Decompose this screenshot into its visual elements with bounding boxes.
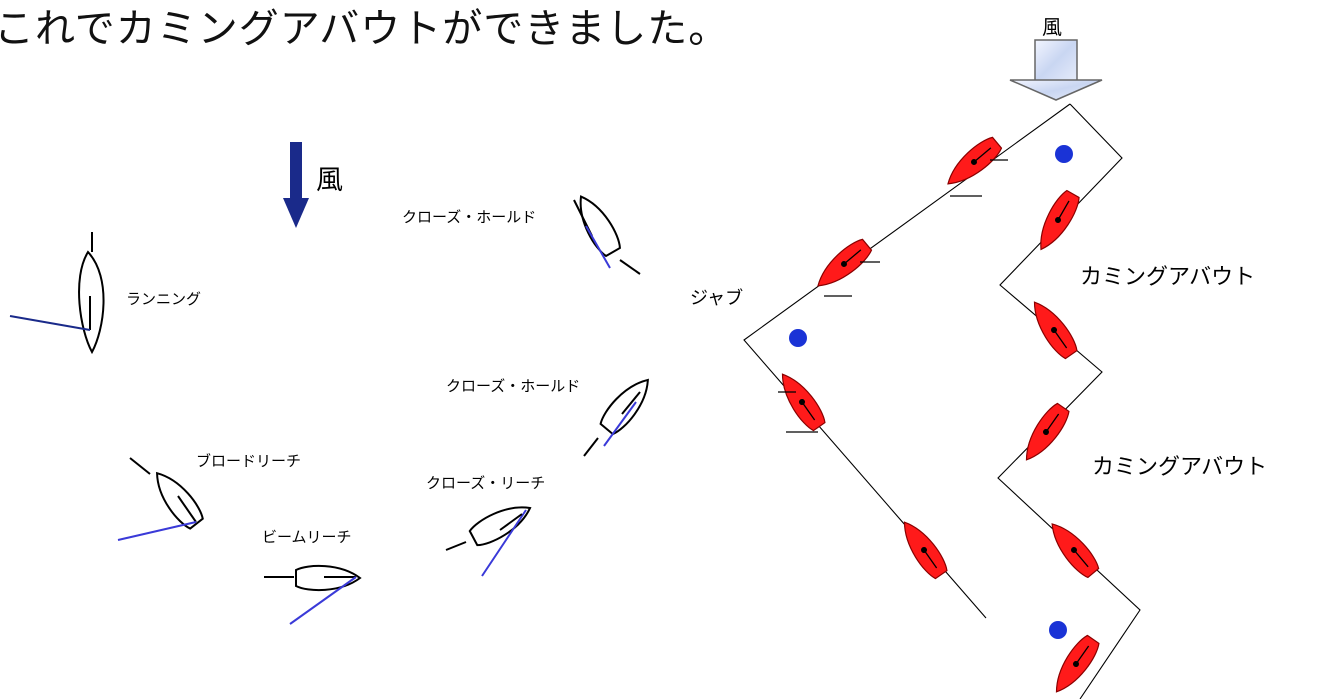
red-boat bbox=[1024, 295, 1082, 362]
label-running: ランニング bbox=[126, 290, 201, 308]
red-boat bbox=[772, 367, 830, 434]
red-boat bbox=[810, 235, 880, 297]
label-beam-reach: ビームリーチ bbox=[262, 528, 352, 546]
boat-running bbox=[9, 232, 105, 355]
red-boat bbox=[1046, 632, 1104, 699]
label-broad-reach: ブロードリーチ bbox=[196, 452, 301, 470]
boat-close-hauled-1 bbox=[569, 189, 641, 275]
label-close-reach: クローズ・リーチ bbox=[426, 474, 545, 492]
label-tack-2: カミングアバウト bbox=[1092, 455, 1267, 480]
red-boat bbox=[940, 133, 1008, 197]
red-boat bbox=[1016, 400, 1074, 467]
label-gybe: ジャブ bbox=[690, 287, 743, 309]
boat-beam-reach bbox=[264, 564, 361, 625]
mark-buoy-bottom bbox=[1049, 621, 1067, 639]
boat-broad-reach bbox=[117, 457, 208, 541]
label-tack-1: カミングアバウト bbox=[1080, 265, 1255, 290]
right-wind-arrow bbox=[1009, 39, 1103, 101]
red-boat bbox=[894, 515, 952, 582]
right-wind-label: 風 bbox=[1042, 15, 1062, 39]
left-wind-arrow bbox=[283, 142, 309, 228]
page-title: これでカミングアバウトができました。 bbox=[0, 6, 730, 52]
boat-close-reach bbox=[445, 496, 537, 577]
left-wind-label: 風 bbox=[316, 165, 343, 196]
red-boat bbox=[1042, 516, 1103, 581]
boat-close-hauled-2 bbox=[583, 371, 659, 457]
course-line-left bbox=[743, 103, 1071, 619]
mark-buoy-top bbox=[1055, 145, 1073, 163]
course-line-right bbox=[997, 103, 1141, 699]
label-close-hauled-2: クローズ・ホールド bbox=[446, 377, 580, 395]
mark-buoy-left bbox=[789, 329, 807, 347]
label-close-hauled-1: クローズ・ホールド bbox=[402, 208, 536, 226]
